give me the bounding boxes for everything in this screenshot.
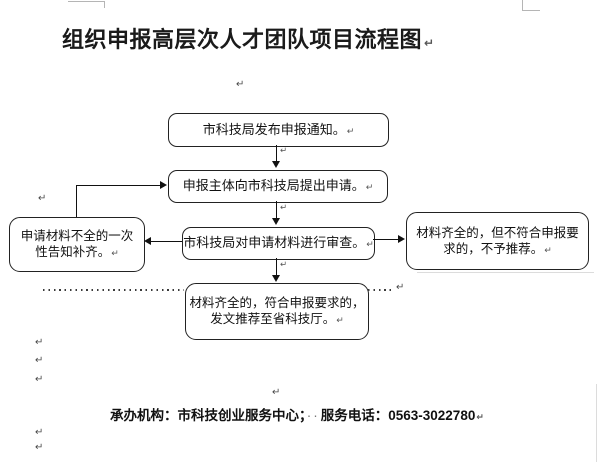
return-mark-icon: ↵ xyxy=(236,79,245,90)
return-mark-icon: ↵ xyxy=(346,126,355,137)
arrow-line-review-to-reject xyxy=(373,239,398,241)
return-mark-icon: ↵ xyxy=(476,413,484,423)
feedback-line-vertical xyxy=(76,186,78,217)
return-mark-icon: ↵ xyxy=(280,146,288,156)
flow-node-incomplete-materials: 申请材料不全的一次 性告知补齐。↵ xyxy=(9,217,145,272)
footer-agency-text: 承办机构：市科技创业服务中心； xyxy=(110,408,306,423)
return-mark-icon: ↵ xyxy=(35,374,44,385)
return-mark-icon: ↵ xyxy=(424,36,435,50)
flow-node-not-recommended: 材料齐全的，但不符合申报要 求的，不予推荐。↵ xyxy=(406,212,589,270)
flow-node-recommend-to-province: 材料齐全的，符合申报要求的， 发文推荐至省科技厅。↵ xyxy=(185,283,369,340)
dotted-divider-left xyxy=(43,289,184,291)
feedback-line-horizontal xyxy=(76,185,160,187)
arrowhead-down-icon xyxy=(272,218,280,225)
node-text: 材料齐全的，符合申报要求的， xyxy=(189,296,365,311)
return-mark-icon: ↵ xyxy=(544,245,552,256)
arrow-line-apply-to-review xyxy=(276,201,278,218)
page-title: 组织申报高层次人才团队项目流程图↵ xyxy=(62,22,442,54)
return-mark-icon: ↵ xyxy=(272,387,281,398)
arrowhead-left-icon xyxy=(144,237,151,245)
node-text-line: 性告知补齐。↵ xyxy=(35,244,119,261)
node-text: 求的，不予推荐。 xyxy=(443,241,544,256)
flow-node-publish-notice: 市科技局发布申报通知。↵ xyxy=(168,113,389,147)
return-mark-icon: ↵ xyxy=(38,193,47,204)
return-mark-icon: ↵ xyxy=(35,427,44,438)
node-text: 申请材料不全的一次 xyxy=(20,229,134,244)
space-marks: ·· xyxy=(306,408,320,423)
text-boundary-mark-top-right xyxy=(522,0,540,11)
return-mark-icon: ↵ xyxy=(35,355,44,366)
return-mark-icon: ↵ xyxy=(35,442,44,453)
return-mark-icon: ↵ xyxy=(111,249,119,260)
node-text-line: 申报主体向市科技局提出申请。↵ xyxy=(183,178,374,195)
node-text: 性告知补齐。 xyxy=(35,245,111,260)
node-text-line: 市科技局发布申报通知。↵ xyxy=(203,122,355,139)
return-mark-icon: ↵ xyxy=(280,260,288,270)
return-mark-icon: ↵ xyxy=(396,282,405,293)
arrow-line-review-to-incomplete xyxy=(151,241,182,243)
node-text: 材料齐全的，但不符合申报要 xyxy=(416,225,579,240)
return-mark-icon: ↵ xyxy=(35,337,44,348)
node-text-line: 申请材料不全的一次 xyxy=(21,228,134,244)
node-text: 发文推荐至省科技厅。 xyxy=(210,312,336,327)
drawing-canvas-edge-horizontal xyxy=(417,272,594,273)
arrowhead-right-icon xyxy=(398,235,405,243)
return-mark-icon: ↵ xyxy=(280,203,288,213)
text-boundary-mark-top-left xyxy=(68,1,105,8)
node-text-line: 发文推荐至省科技厅。↵ xyxy=(210,311,344,328)
drawing-canvas-edge-vertical xyxy=(596,384,597,462)
arrowhead-right-icon xyxy=(160,181,167,189)
arrowhead-down-icon xyxy=(272,161,280,168)
arrow-line-review-to-recommend xyxy=(276,258,278,275)
node-text-line: 材料齐全的，符合申报要求的， xyxy=(189,295,364,311)
arrowhead-down-icon xyxy=(272,275,280,282)
node-text-line: 求的，不予推荐。↵ xyxy=(443,241,552,258)
page-title-text: 组织申报高层次人才团队项目流程图 xyxy=(62,27,423,52)
flow-node-submit-application: 申报主体向市科技局提出申请。↵ xyxy=(168,170,388,203)
return-mark-icon: ↵ xyxy=(366,240,374,251)
node-text: 申报主体向市科技局提出申请。 xyxy=(182,178,365,194)
node-text: 市科技局对申请材料进行审查。 xyxy=(183,235,366,251)
footer-contact-line: 承办机构：市科技创业服务中心；··服务电话：0563-3022780↵ xyxy=(110,404,484,424)
return-mark-icon: ↵ xyxy=(365,183,374,194)
node-text: 市科技局发布申报通知。 xyxy=(202,121,346,137)
return-mark-icon: ↵ xyxy=(336,316,344,327)
node-text-line: 市科技局对申请材料进行审查。↵ xyxy=(183,235,374,252)
arrow-line-notice-to-apply xyxy=(276,145,278,161)
flow-node-review-materials: 市科技局对申请材料进行审查。↵ xyxy=(182,227,375,260)
node-text-line: 材料齐全的，但不符合申报要 xyxy=(416,225,579,241)
dotted-divider-right xyxy=(368,289,394,291)
footer-phone-text: 服务电话：0563-3022780 xyxy=(320,408,476,423)
